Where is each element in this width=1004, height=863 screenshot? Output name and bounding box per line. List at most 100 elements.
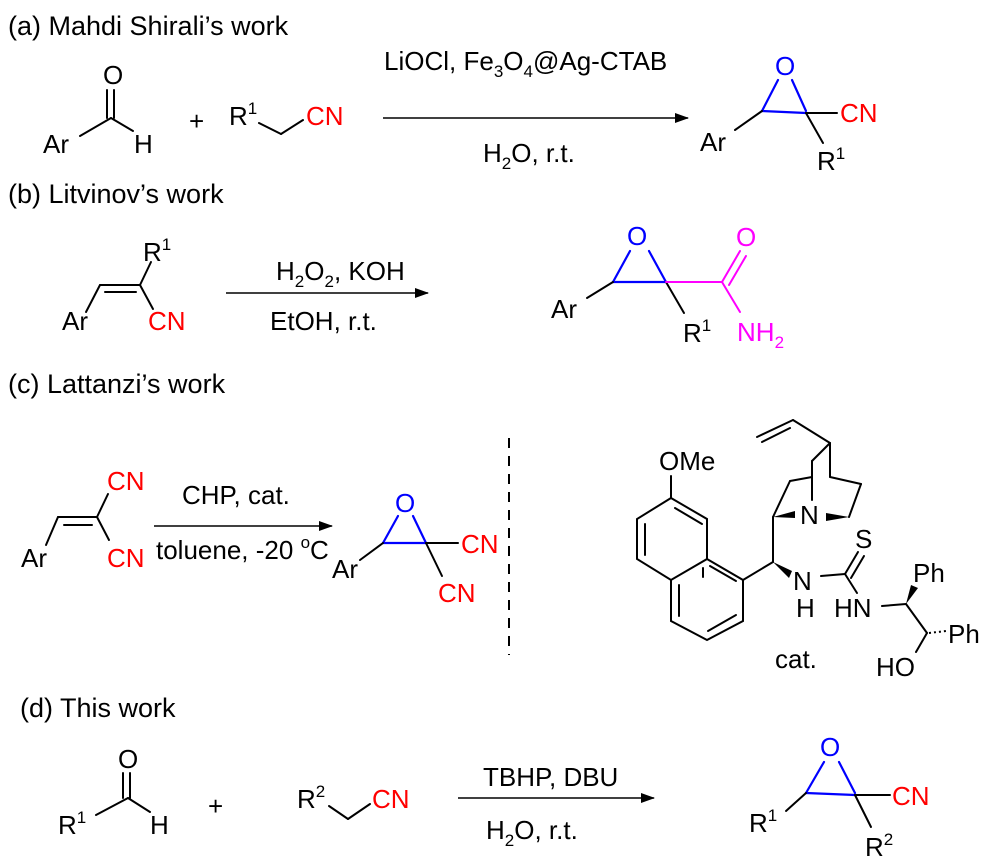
bond <box>139 261 152 286</box>
aromatic-bond <box>707 614 737 632</box>
panel-b-alkene: R1 Ar CN <box>62 235 186 336</box>
epoxide-bond <box>647 249 668 284</box>
bond <box>915 632 928 653</box>
nh-nitrogen: N <box>793 566 812 596</box>
conditions-top: CHP, cat. <box>182 480 290 510</box>
bond <box>280 119 304 135</box>
bond <box>854 794 872 828</box>
amide-bond <box>721 281 741 313</box>
cyano-label: CN <box>107 466 145 496</box>
conditions-bottom: H2O, r.t. <box>483 138 575 173</box>
catalyst-structure: OMe N <box>636 419 980 682</box>
plus-sign: + <box>208 791 223 821</box>
oxygen-label: O <box>103 60 123 90</box>
panel-d-aldehyde: R1 O H <box>58 744 169 840</box>
r-group-label: R2 <box>865 830 893 862</box>
amide-oxygen: O <box>736 222 756 252</box>
r-group-label: R1 <box>58 808 86 840</box>
epoxide-oxygen: O <box>775 51 795 81</box>
bond <box>811 442 831 462</box>
hn-label: HN <box>834 593 872 623</box>
epoxide-bond <box>760 78 780 113</box>
cyano-label: CN <box>461 529 499 559</box>
cyano-label: CN <box>107 543 145 573</box>
panel-c: (c) Lattanzi’s work CN Ar CN CHP, cat. t… <box>8 369 980 682</box>
panel-a-nitrile: R1 CN <box>229 99 344 135</box>
panel-a-heading: (a) Mahdi Shirali’s work <box>8 11 289 41</box>
panel-d-heading: (d) This work <box>20 693 176 723</box>
panel-d-product: O R1 CN R2 <box>749 732 930 862</box>
aromatic-bond <box>709 565 737 582</box>
vinyl-double-bond <box>756 419 794 438</box>
amide-double-bond <box>728 255 747 286</box>
bond <box>127 797 151 813</box>
bond <box>805 112 824 144</box>
epoxide-oxygen: O <box>820 732 840 762</box>
bond <box>139 284 154 310</box>
epoxide-bond <box>837 760 857 795</box>
catalyst-label: cat. <box>775 644 817 674</box>
hydrogen-label: H <box>134 129 153 159</box>
bond <box>820 573 846 577</box>
bond <box>96 516 110 541</box>
bond <box>258 122 282 135</box>
r-group-label: R1 <box>817 144 845 176</box>
epoxide-oxygen: O <box>395 488 415 518</box>
epoxide-bond <box>790 78 808 113</box>
bond <box>359 542 384 561</box>
bond <box>665 281 685 314</box>
panel-d-nitrile: R2 CN <box>297 782 410 820</box>
aryl-label: Ar <box>43 129 69 159</box>
bond <box>586 281 614 299</box>
bond <box>772 480 791 518</box>
cyano-label: CN <box>840 98 878 128</box>
naphthalene-ring-right <box>670 558 744 642</box>
panel-b-heading: (b) Litvinov’s work <box>8 179 224 209</box>
panel-c-product: O Ar CN CN <box>332 488 499 608</box>
bond <box>792 419 831 444</box>
bond <box>881 603 907 607</box>
epoxide-oxygen: O <box>627 221 647 251</box>
r-group-label: R1 <box>749 806 777 838</box>
epoxide-bond <box>804 791 857 797</box>
panel-c-alkene: CN Ar CN <box>21 466 145 573</box>
bond <box>96 493 109 518</box>
amide-nh2: NH2 <box>737 317 784 352</box>
aryl-label: Ar <box>62 306 88 336</box>
r-group-label: R1 <box>229 99 257 131</box>
bond <box>734 110 763 131</box>
bond <box>848 483 862 518</box>
naphthalene-ring-left <box>636 497 708 582</box>
conditions-top: TBHP, DBU <box>483 762 618 792</box>
bond <box>79 117 112 137</box>
panel-a-aldehyde: Ar O H <box>43 60 153 159</box>
bond <box>328 805 349 820</box>
bond <box>425 542 443 577</box>
panel-b-arrow: H2O2, KOH EtOH, r.t. <box>226 256 429 336</box>
hydrogen-label: H <box>150 810 169 840</box>
bond <box>45 516 59 546</box>
aryl-label: Ar <box>332 554 358 584</box>
conditions-top: H2O2, KOH <box>276 256 405 291</box>
epoxide-bond <box>611 249 632 284</box>
bond <box>95 797 129 816</box>
sulfur-label: S <box>855 524 872 554</box>
panel-a-product: O Ar CN R1 <box>700 51 878 176</box>
epoxide-bond <box>381 514 400 545</box>
cyano-label: CN <box>372 784 410 814</box>
conditions-bottom: H2O, r.t. <box>486 815 578 850</box>
epoxide-bond <box>804 760 826 795</box>
conditions-top: LiOCl, Fe3O4@Ag-CTAB <box>384 46 667 81</box>
r-group-label: R1 <box>683 316 711 348</box>
quinuclidine-nitrogen: N <box>800 500 819 530</box>
aryl-label: Ar <box>700 127 726 157</box>
bond <box>785 792 807 812</box>
bond <box>347 803 371 820</box>
wedge-bond <box>773 562 792 578</box>
hydroxyl-label: HO <box>876 652 915 682</box>
cyano-label: CN <box>148 306 186 336</box>
panel-c-arrow: CHP, cat. toluene, -20 oC <box>154 480 333 565</box>
methoxy-label: OMe <box>659 446 715 476</box>
panel-d-arrow: TBHP, DBU H2O, r.t. <box>458 762 655 850</box>
